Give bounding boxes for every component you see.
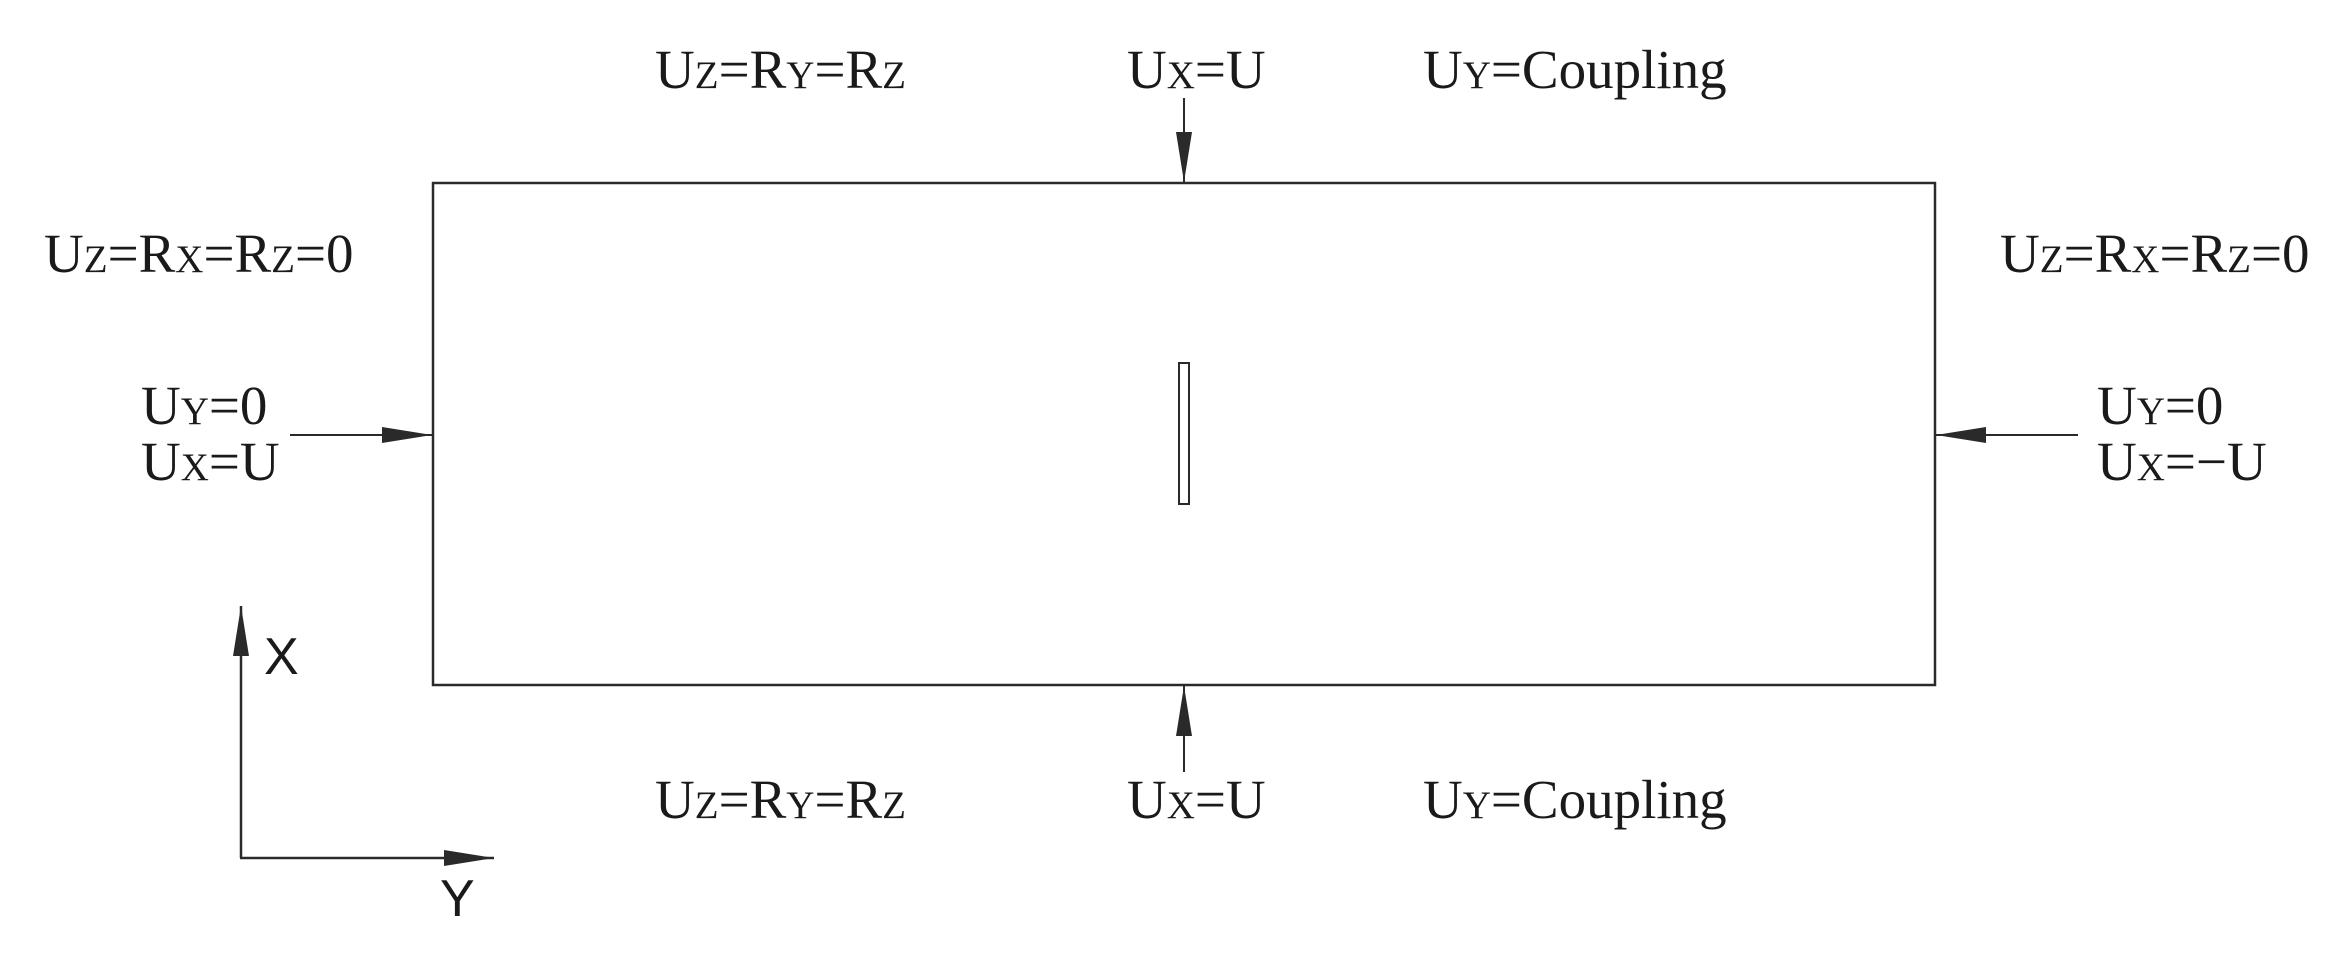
label-segment: U [141, 431, 181, 492]
subscript-glyph: Z [882, 784, 906, 827]
label-segment: =R [203, 223, 271, 284]
subscript-glyph: Y [181, 390, 209, 433]
top-middle-condition-label: UX=U [1127, 39, 1266, 100]
label-segment: =R [2064, 223, 2132, 284]
label-segment: U [1423, 769, 1463, 830]
label-segment: =0 [2165, 375, 2224, 436]
subscript-glyph: Z [84, 238, 108, 281]
label-segment: =0 [295, 223, 354, 284]
label-segment: =R [814, 769, 882, 830]
label-segment: =U [209, 431, 280, 492]
label-segment: =U [1195, 39, 1266, 100]
subscript-glyph: Y [1463, 784, 1491, 827]
label-segment: =R [108, 223, 176, 284]
label-segment: U [141, 375, 181, 436]
subscript-glyph: Z [882, 54, 906, 97]
label-segment: =−U [2165, 431, 2267, 492]
y-axis-label: Y [440, 870, 475, 928]
soil-domain-rectangle [431, 181, 1937, 687]
x-axis-label: X [264, 628, 299, 686]
label-segment: U [44, 223, 84, 284]
label-segment: U [2097, 375, 2137, 436]
label-segment: U [2000, 223, 2040, 284]
label-segment: =Coupling [1491, 39, 1727, 100]
bottom-left-condition-label: UZ=RY=RZ [655, 769, 906, 830]
central-wall-element [1178, 362, 1190, 505]
label-segment: =0 [209, 375, 268, 436]
right-ux-condition-label: UX=−U [2097, 431, 2267, 492]
subscript-glyph: Z [2227, 238, 2251, 281]
subscript-glyph: Y [2137, 390, 2165, 433]
subscript-glyph: X [1167, 784, 1195, 827]
label-segment: =Coupling [1491, 769, 1727, 830]
top-left-condition-label: UZ=RY=RZ [655, 39, 906, 100]
subscript-glyph: Y [1463, 54, 1491, 97]
subscript-glyph: X [181, 446, 209, 489]
label-segment: U [2097, 431, 2137, 492]
label-segment: U [1423, 39, 1463, 100]
label-segment: =R [2159, 223, 2227, 284]
label-segment: U [655, 769, 695, 830]
subscript-glyph: X [2131, 238, 2159, 281]
label-segment: =R [719, 39, 787, 100]
subscript-glyph: Z [695, 784, 719, 827]
label-segment: =R [814, 39, 882, 100]
subscript-glyph: Y [786, 784, 814, 827]
label-segment: =0 [2251, 223, 2310, 284]
left-upper-condition-label: UZ=RX=RZ=0 [44, 223, 354, 284]
subscript-glyph: X [2137, 446, 2165, 489]
label-segment: =R [719, 769, 787, 830]
bottom-right-condition-label: UY=Coupling [1423, 769, 1727, 830]
top-right-condition-label: UY=Coupling [1423, 39, 1727, 100]
left-ux-condition-label: UX=U [141, 431, 280, 492]
label-segment: U [655, 39, 695, 100]
subscript-glyph: Z [695, 54, 719, 97]
left-uy-condition-label: UY=0 [141, 375, 267, 436]
subscript-glyph: Y [786, 54, 814, 97]
right-upper-condition-label: UZ=RX=RZ=0 [2000, 223, 2310, 284]
subscript-glyph: X [1167, 54, 1195, 97]
right-uy-condition-label: UY=0 [2097, 375, 2223, 436]
label-segment: U [1127, 39, 1167, 100]
subscript-glyph: X [175, 238, 203, 281]
subscript-glyph: Z [2040, 238, 2064, 281]
subscript-glyph: Z [271, 238, 295, 281]
label-segment: U [1127, 769, 1167, 830]
label-segment: =U [1195, 769, 1266, 830]
bottom-middle-condition-label: UX=U [1127, 769, 1266, 830]
